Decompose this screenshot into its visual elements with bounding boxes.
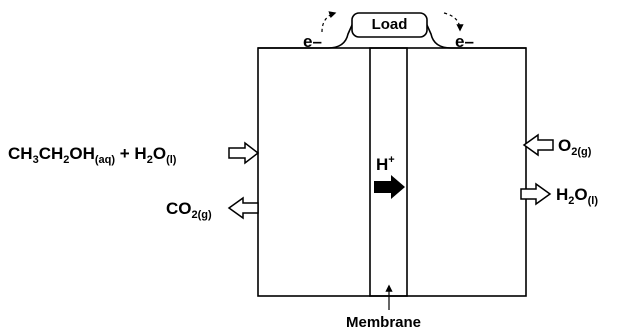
ethanol-sub-2: 2 <box>63 154 70 166</box>
membrane-label: Membrane <box>346 314 422 331</box>
ethanol-sub-3: (aq) <box>94 154 116 166</box>
o2-base: O <box>558 136 572 155</box>
electron-flow-arrow-right <box>443 12 464 32</box>
proton-charge: + <box>388 154 395 166</box>
plus-sign: + <box>115 144 135 163</box>
cathode-output-label: H2O(l) <box>556 185 598 207</box>
ethanol-sub-1: 3 <box>32 154 39 166</box>
cathode-input-label: O2(g) <box>558 136 591 158</box>
ethanol-part-1: CH <box>8 144 33 163</box>
load-label: Load <box>371 16 408 33</box>
electron-flow-arrow-left <box>321 11 337 33</box>
co2-sub: 2(g) <box>191 209 212 221</box>
oxygen-inflow-arrow <box>522 133 554 157</box>
proton-label: H+ <box>376 154 395 174</box>
h2o-sub-2: (l) <box>587 195 599 207</box>
h2o-sub-1: 2 <box>568 195 575 207</box>
electron-label-left: e– <box>303 32 322 51</box>
water-outflow-arrow <box>520 182 552 206</box>
h2o-part-2: O <box>574 185 588 204</box>
proton-flow-arrow <box>374 175 405 199</box>
water-part-2: O <box>152 144 167 163</box>
ethanol-inflow-arrow <box>228 141 260 165</box>
anode-output-label: CO2(g) <box>166 199 212 221</box>
o2-sub: 2(g) <box>571 146 592 158</box>
co2-base: CO <box>166 199 192 218</box>
water-sub-2: (l) <box>166 154 177 166</box>
electron-label-right: e– <box>455 32 474 51</box>
ethanol-part-2: CH <box>38 144 64 163</box>
water-sub-1: 2 <box>146 154 153 166</box>
co2-outflow-arrow <box>227 196 259 220</box>
h2o-part-1: H <box>556 185 569 204</box>
water-part-1: H <box>134 144 147 163</box>
proton-base: H <box>376 155 389 174</box>
load-box <box>351 12 428 38</box>
ethanol-part-3: OH <box>69 144 95 163</box>
anode-input-label: CH3CH2OH(aq) + H2O(l) <box>8 144 176 166</box>
